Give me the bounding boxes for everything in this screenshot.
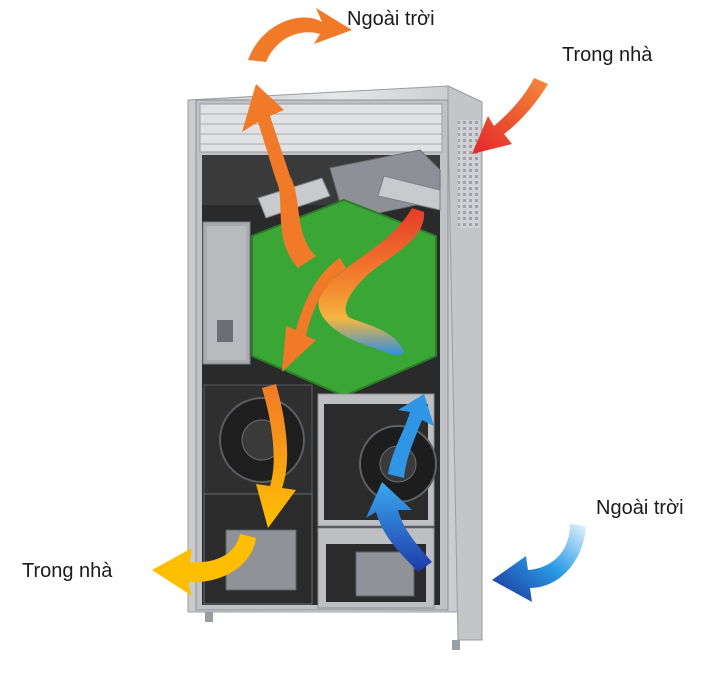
label-outdoor-bottom: Ngoài trời [596,497,684,519]
label-indoor-top: Trong nhà [562,44,653,66]
foot-right [452,640,460,650]
exhaust-air-arrow [242,84,316,268]
label-indoor-bottom: Trong nhà [22,560,113,582]
exchanger-return-arrow [282,258,346,372]
exchanger-cross-flow-arrow [318,208,425,356]
supply-air-arrow [256,384,296,528]
foot-left [205,612,213,622]
control-box [202,221,251,365]
exhaust-outdoor-arrow [248,8,352,62]
indoor-supply-arrow [152,534,256,596]
indoor-intake-arrow [472,78,548,154]
fresh-air-up-arrow [366,482,432,572]
top-louver [199,103,443,153]
fresh-air-to-exchanger-arrow [388,394,434,478]
label-outdoor-top: Ngoài trời [347,8,435,30]
filter-right [377,175,441,211]
fresh-air-inlet-arrow [492,524,586,602]
exhaust-fan [203,384,313,496]
